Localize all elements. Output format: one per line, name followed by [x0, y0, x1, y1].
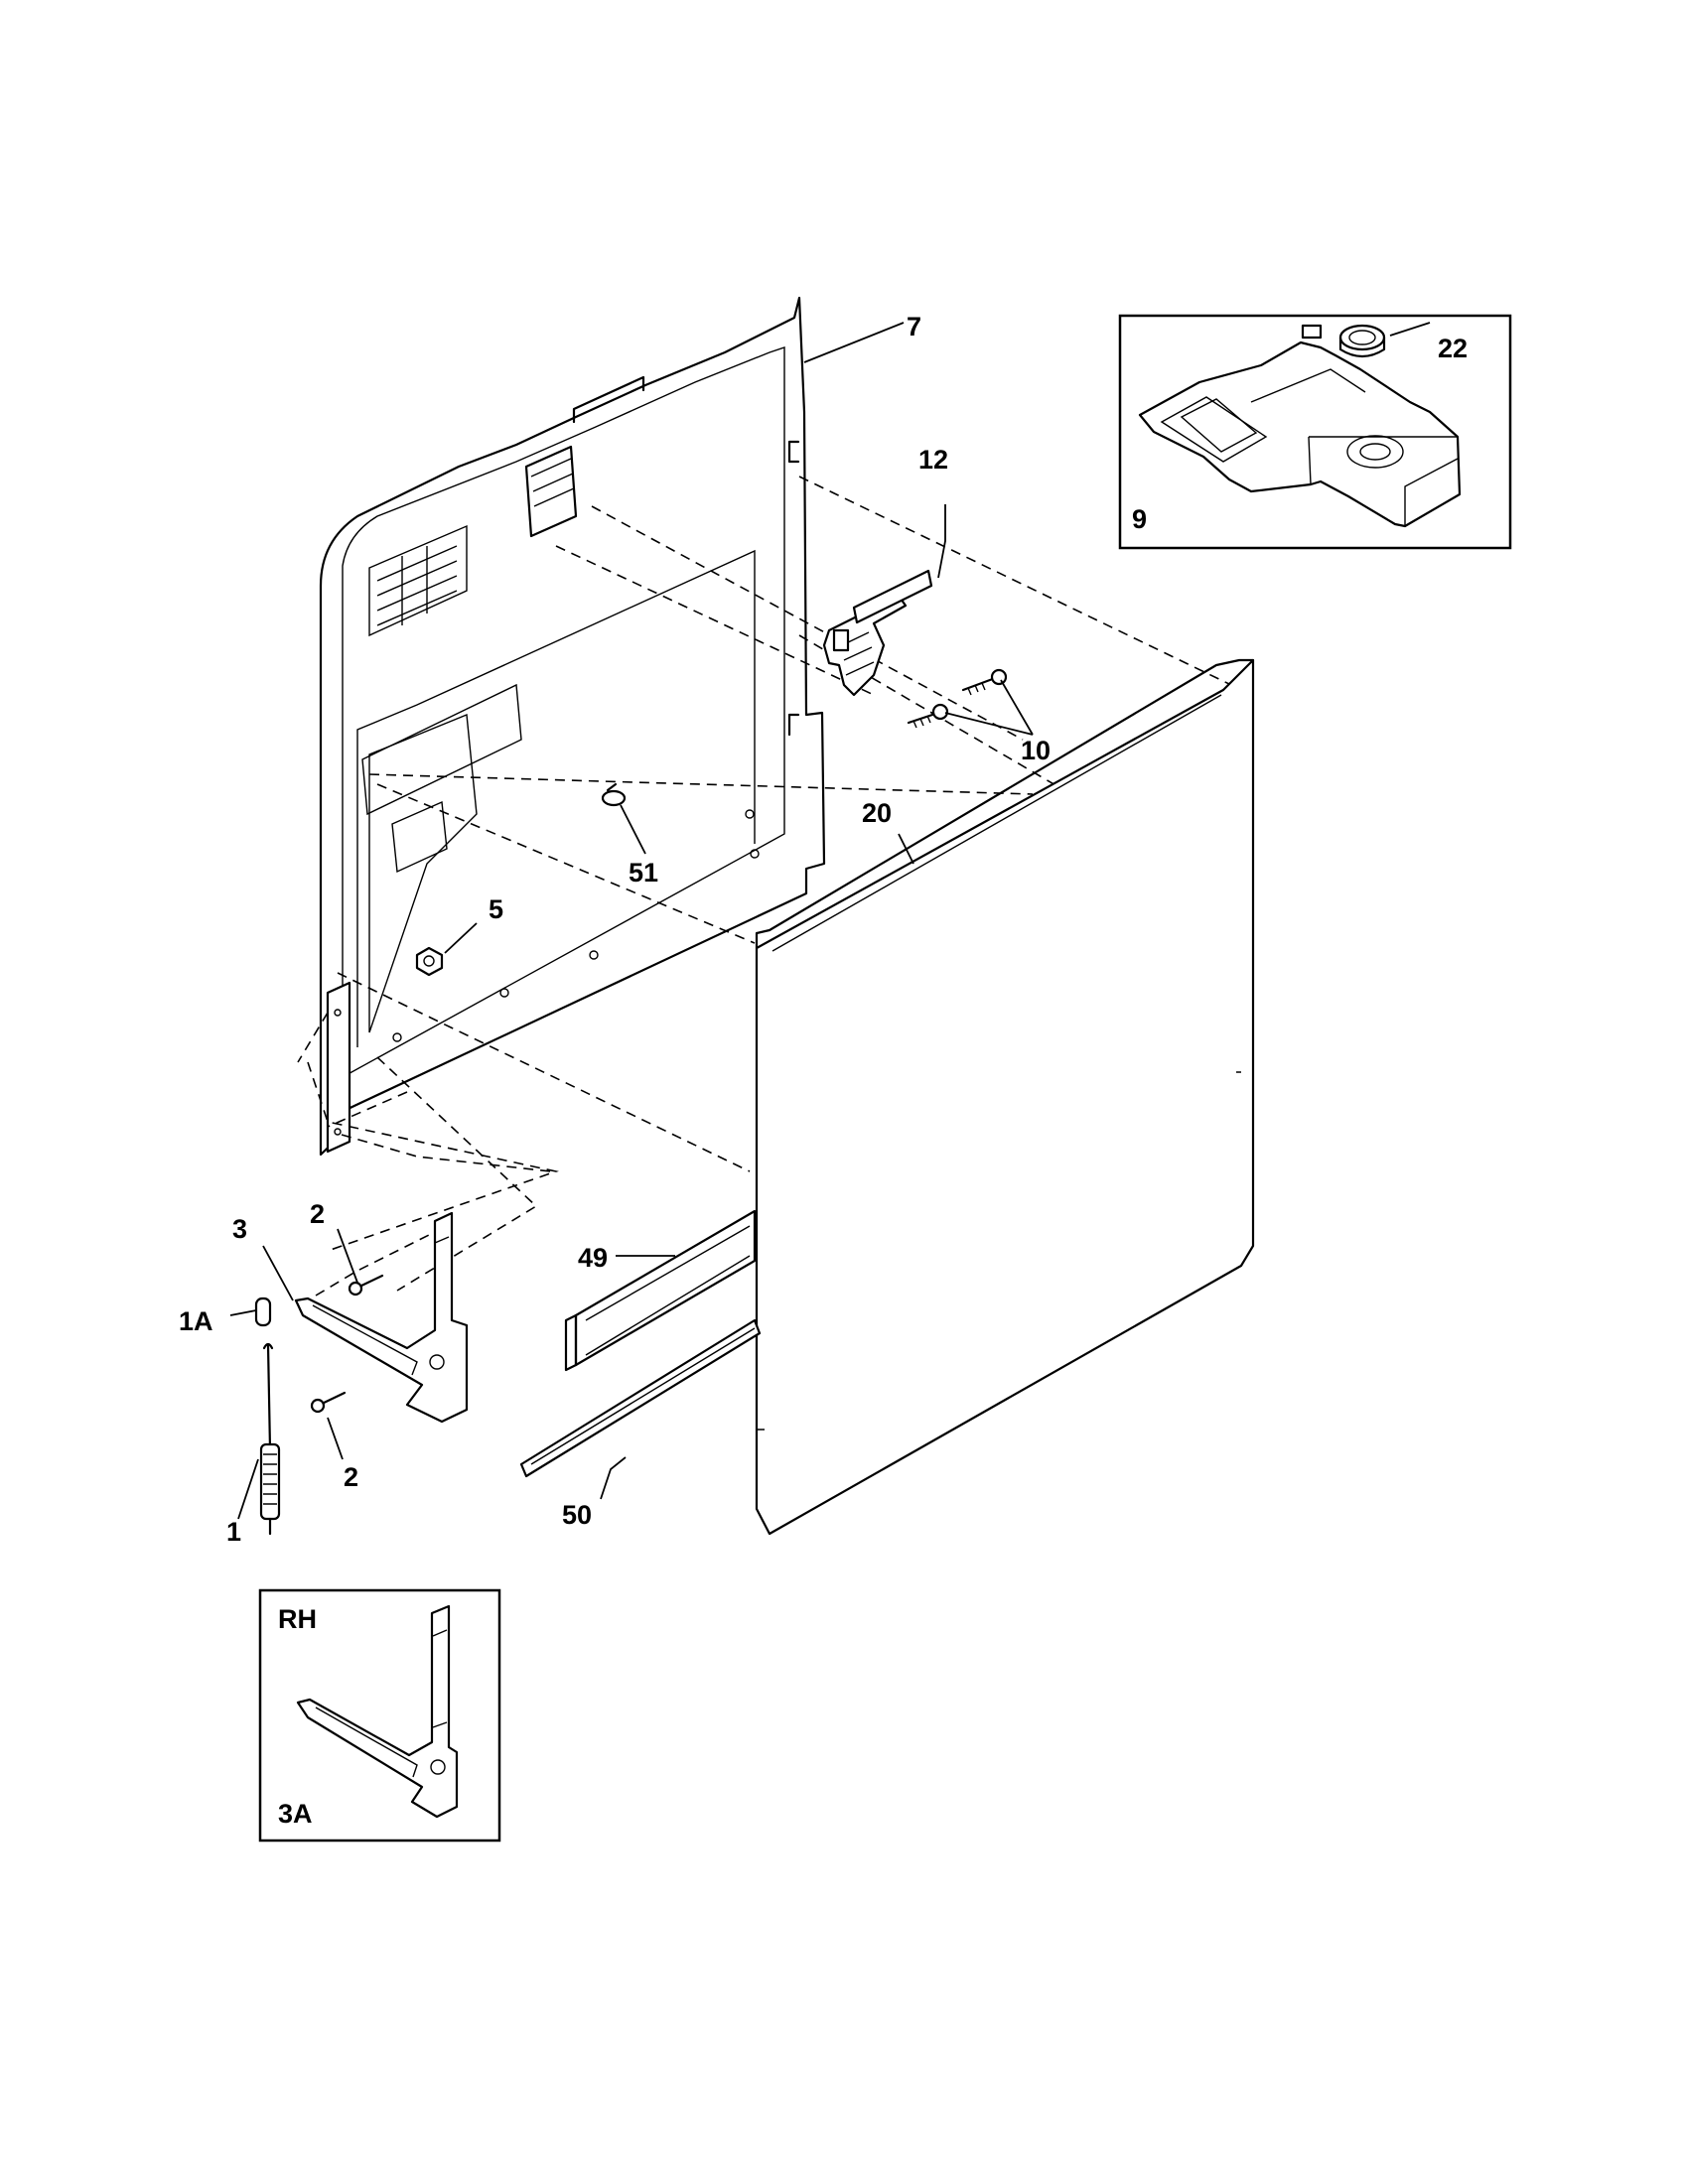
trim-strip-50	[519, 1318, 762, 1478]
callout-20: 20	[862, 798, 892, 828]
door-hinge-arm	[294, 1211, 469, 1424]
inset-side-label: RH	[278, 1604, 317, 1634]
callout-5: 5	[489, 894, 503, 924]
callout-7: 7	[907, 312, 921, 341]
callout-3: 3	[232, 1214, 247, 1244]
spring-clip-1a	[254, 1297, 272, 1327]
callout-1: 1	[226, 1517, 241, 1547]
nut-5	[415, 946, 444, 977]
callout-12: 12	[918, 445, 948, 475]
callout-50: 50	[562, 1500, 592, 1530]
outer-door-panel	[755, 658, 1255, 1536]
leader-lines	[229, 322, 1034, 1520]
callout-51: 51	[629, 858, 658, 887]
inner-door-liner	[319, 296, 826, 1157]
alignment-lines	[297, 476, 1232, 1297]
callout-labels: 7 12 10 20 51 5 49 50 3 2 1A 2 1	[179, 312, 1051, 1547]
callout-1a: 1A	[179, 1306, 213, 1336]
callout-2-lower: 2	[344, 1462, 358, 1492]
hinge-screws	[310, 1274, 384, 1414]
trim-strip-49	[564, 1209, 757, 1372]
callout-2-upper: 2	[310, 1199, 325, 1229]
inset-part-label: 3A	[278, 1799, 313, 1829]
callout-9: 9	[1132, 504, 1147, 534]
callout-10: 10	[1021, 736, 1051, 765]
hinge-spring	[259, 1342, 281, 1536]
door-latch-assembly	[822, 569, 933, 697]
inset-dispenser: 22 9	[1118, 314, 1512, 550]
latch-screws	[907, 668, 1008, 729]
callout-22: 22	[1438, 334, 1468, 363]
inset-rh-hinge: RH 3A	[258, 1588, 501, 1843]
liner-vent-grille	[368, 524, 468, 637]
callout-49: 49	[578, 1243, 608, 1273]
grommet-51	[601, 782, 627, 807]
